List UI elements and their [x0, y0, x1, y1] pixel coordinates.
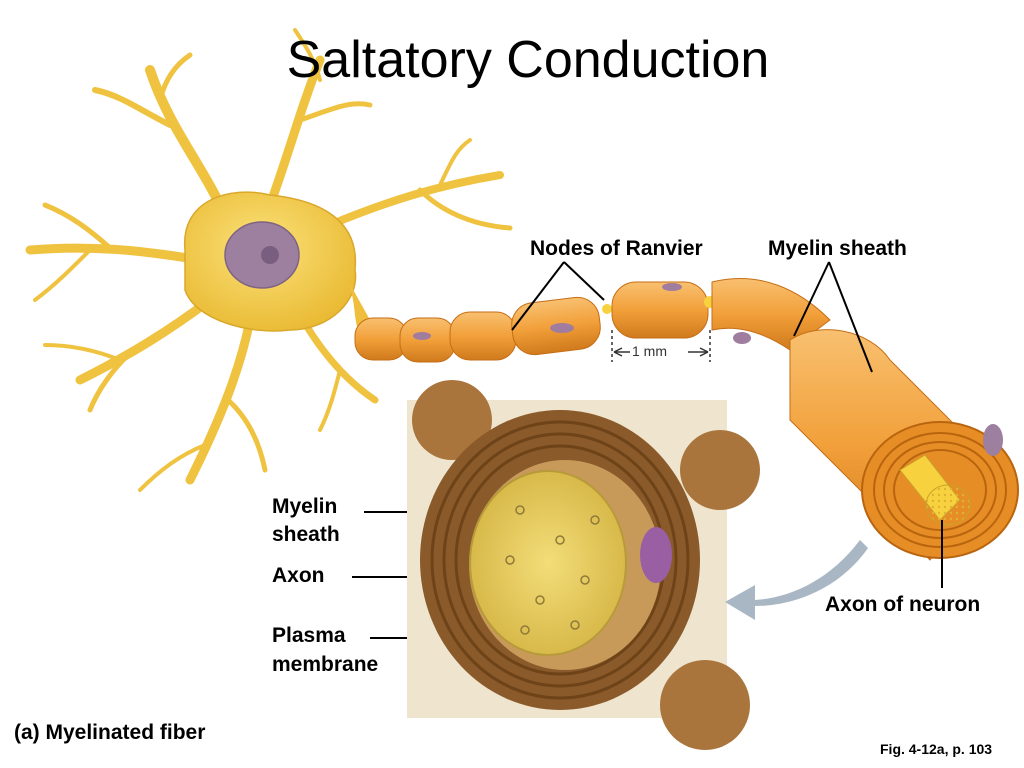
- micrograph-inset: [407, 380, 760, 750]
- label-axon-of-neuron: Axon of neuron: [825, 593, 981, 616]
- label-plasma: Plasma: [272, 624, 346, 647]
- label-axon: Axon: [272, 564, 325, 587]
- label-inset-myelin: Myelin: [272, 495, 338, 518]
- axon-cross-section-3d: [789, 329, 1019, 561]
- label-membrane: membrane: [272, 653, 379, 676]
- pointer-arrow: [725, 540, 868, 620]
- label-scale: 1 mm: [632, 343, 667, 359]
- scale-bar: [611, 330, 711, 362]
- figure-reference: Fig. 4-12a, p. 103: [880, 741, 993, 757]
- myelin-segments: [354, 278, 831, 363]
- label-myelin-sheath-top: Myelin sheath: [768, 237, 907, 260]
- label-inset-sheath: sheath: [272, 523, 340, 546]
- nucleolus: [261, 246, 279, 264]
- label-nodes-of-ranvier: Nodes of Ranvier: [530, 237, 703, 260]
- page-title: Saltatory Conduction: [286, 31, 770, 89]
- panel-label: (a) Myelinated fiber: [14, 721, 206, 744]
